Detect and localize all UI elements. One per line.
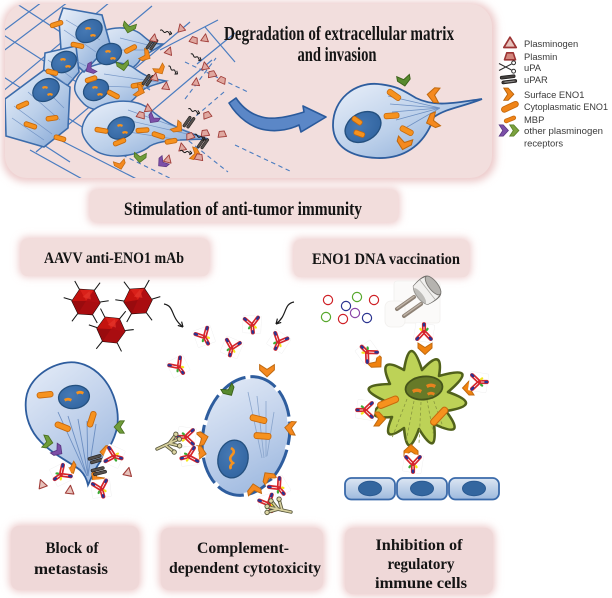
svg-text:other plasminogen: other plasminogen: [524, 125, 603, 136]
svg-text:AAVV anti-ENO1 mAb: AAVV anti-ENO1 mAb: [44, 250, 184, 267]
svg-text:MBP: MBP: [524, 114, 544, 125]
svg-text:Surface ENO1: Surface ENO1: [524, 89, 584, 100]
svg-text:ENO1 DNA vaccination: ENO1 DNA vaccination: [312, 251, 460, 268]
svg-text:dependent cytotoxicity: dependent cytotoxicity: [169, 560, 321, 577]
svg-text:Plasminogen: Plasminogen: [524, 38, 578, 49]
svg-text:receptors: receptors: [524, 138, 563, 149]
svg-text:metastasis: metastasis: [34, 561, 108, 578]
svg-text:immune cells: immune cells: [375, 575, 467, 592]
svg-text:regulatory: regulatory: [388, 556, 455, 573]
svg-text:Inhibition of: Inhibition of: [376, 537, 464, 554]
svg-text:Complement-: Complement-: [197, 540, 289, 557]
svg-text:uPA: uPA: [524, 62, 542, 73]
svg-text:Plasmin: Plasmin: [524, 51, 557, 62]
svg-text:and invasion: and invasion: [298, 44, 377, 66]
svg-text:Cytoplasmatic ENO1: Cytoplasmatic ENO1: [524, 101, 608, 112]
svg-text:uPAR: uPAR: [524, 74, 548, 85]
svg-text:Degradation of extracellular: Degradation of extracellular matrix: [224, 23, 454, 45]
svg-text:Stimulation of anti-tumor imm: Stimulation of anti-tumor immunity: [124, 199, 362, 220]
svg-text:Block of: Block of: [46, 540, 100, 557]
